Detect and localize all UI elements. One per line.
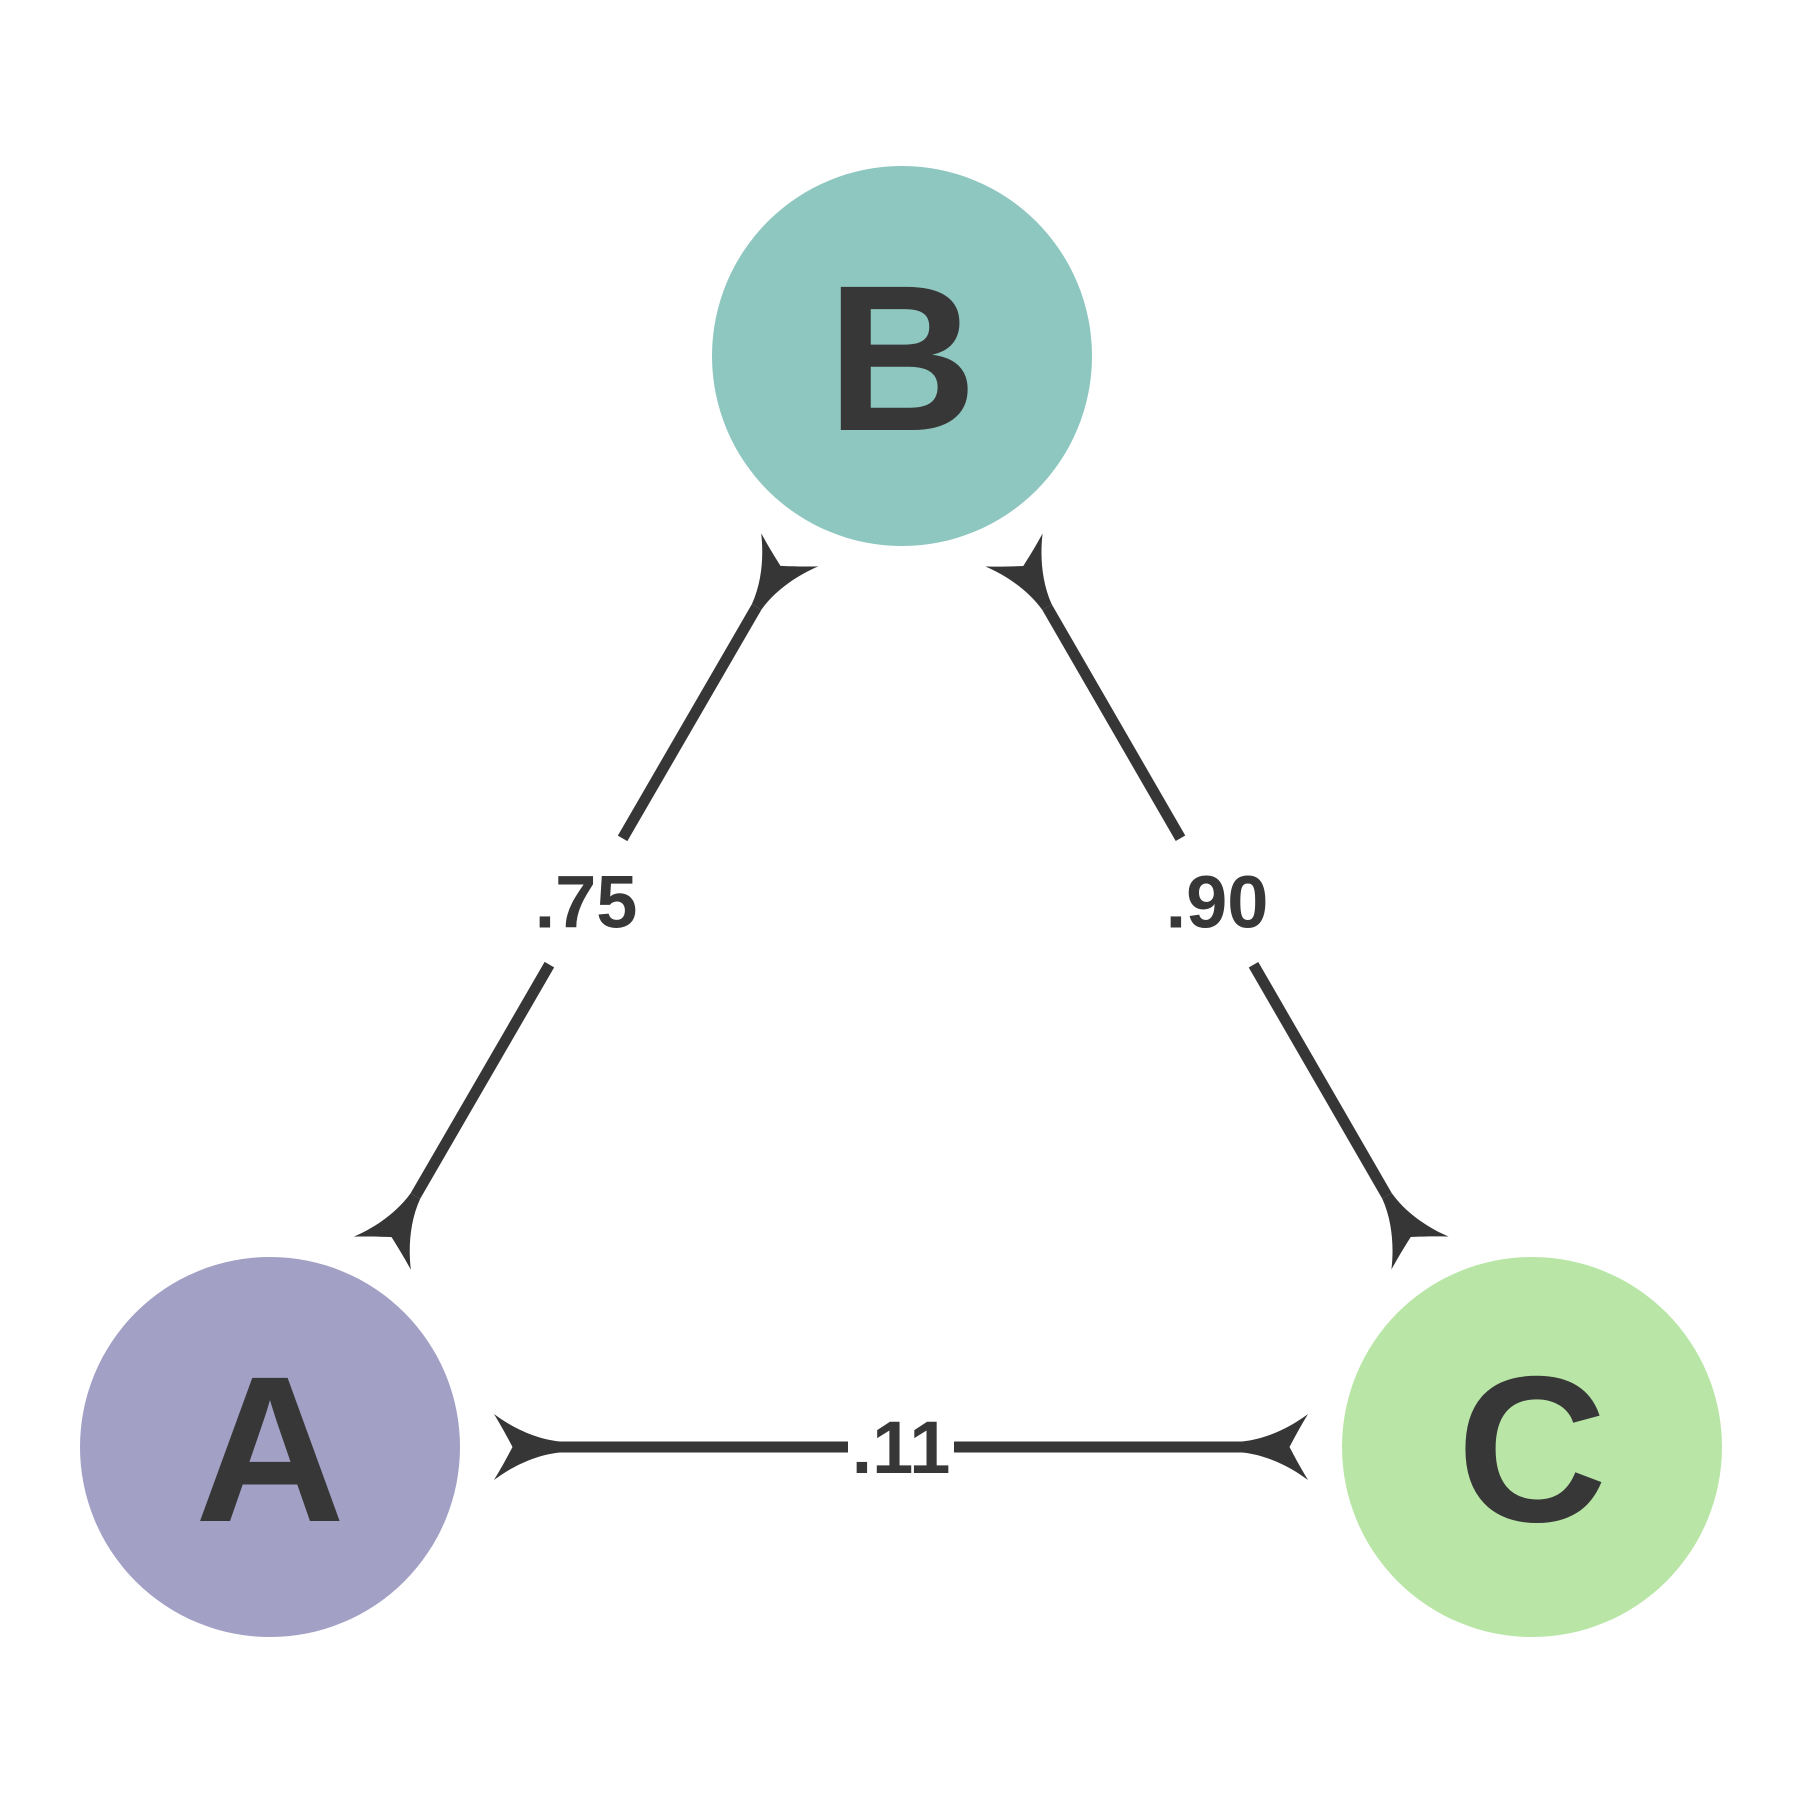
edge-weight-A-B: .75 [535, 861, 638, 944]
edge-weight-A-C: .11 [852, 1406, 951, 1489]
edge-weight-B-C: .90 [1166, 861, 1269, 944]
nodes-layer: A B C [80, 166, 1722, 1637]
node-B-circle [712, 166, 1092, 546]
edge-B-C-segment-toward-B [985, 533, 1186, 842]
node-A-circle [80, 1257, 460, 1637]
edge-A-B-segment-toward-A [353, 961, 555, 1270]
node-A-label: A [195, 1334, 345, 1566]
edge-labels-layer: .75 .90 .11 [535, 861, 1269, 1490]
edges-layer [353, 533, 1449, 1480]
edge-A-B-segment-toward-B [617, 533, 819, 842]
node-C-label: C [1457, 1334, 1607, 1566]
edge-B-C-segment-toward-C [1248, 961, 1449, 1270]
node-C-circle [1342, 1257, 1722, 1637]
node-B-label: B [827, 243, 977, 475]
